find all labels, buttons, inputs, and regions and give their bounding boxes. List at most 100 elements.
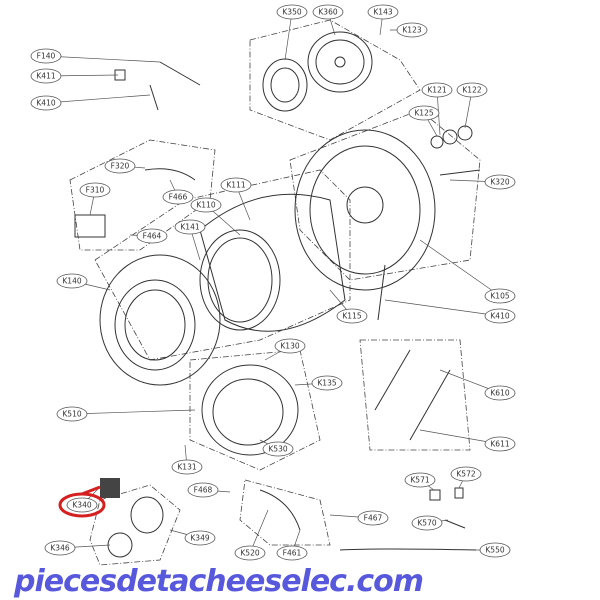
label-oval	[136, 228, 168, 244]
label-oval	[30, 48, 62, 64]
part-label-k349: K349	[169, 529, 216, 546]
label-oval	[396, 22, 428, 38]
leader-line	[284, 11, 293, 61]
label-oval	[484, 436, 516, 452]
label-oval	[30, 68, 62, 84]
label-text: K571	[410, 476, 429, 485]
part-label-k340: K340	[66, 486, 101, 513]
label-text: K143	[373, 8, 392, 17]
label-text: K410	[36, 99, 55, 108]
part-label-f140: F140	[30, 48, 161, 64]
label-oval	[450, 466, 482, 482]
label-oval	[484, 288, 516, 304]
part-label-f464: F464	[129, 228, 168, 244]
part-label-k140: K140	[56, 273, 111, 291]
part-label-k131: K131	[171, 444, 203, 475]
label-oval	[312, 4, 344, 20]
label-oval	[311, 375, 343, 391]
label-text: F310	[86, 186, 105, 195]
label-oval	[484, 174, 516, 190]
part-label-f468: F468	[187, 482, 231, 498]
label-text: K140	[62, 277, 81, 286]
part-label-k115: K115	[329, 289, 368, 324]
label-text: F140	[37, 52, 56, 61]
label-oval	[367, 4, 399, 20]
part-label-k610: K610	[439, 369, 516, 401]
part-label-k141: K141	[174, 219, 206, 261]
label-oval	[408, 105, 440, 121]
label-text: K122	[462, 86, 481, 95]
label-oval	[479, 542, 511, 558]
label-text: K141	[180, 223, 199, 232]
part-label-k572: K572	[450, 466, 482, 489]
label-text: K115	[342, 312, 361, 321]
highlight-leader	[81, 485, 101, 496]
label-text: K611	[490, 440, 509, 449]
part-label-k122: K122	[456, 82, 488, 129]
label-text: K610	[490, 389, 509, 398]
label-oval	[220, 177, 252, 193]
label-text: K411	[36, 72, 55, 81]
part-label-k410: K410	[384, 299, 516, 324]
label-oval	[66, 497, 98, 513]
part-label-k125: K125	[408, 105, 440, 137]
part-label-k530: K530	[259, 439, 294, 457]
part-label-k570: K570	[411, 515, 449, 531]
part-label-k520: K520	[234, 509, 269, 561]
label-oval	[162, 189, 194, 205]
label-text: K131	[177, 463, 196, 472]
part-label-k410: K410	[30, 94, 151, 111]
label-oval	[484, 385, 516, 401]
label-oval	[411, 515, 443, 531]
label-text: K349	[190, 534, 209, 543]
label-text: F468	[194, 486, 213, 495]
part-label-k121: K121	[421, 82, 453, 136]
label-oval	[174, 219, 206, 235]
label-oval	[456, 82, 488, 98]
part-label-k346: K346	[44, 540, 111, 556]
label-oval	[56, 273, 88, 289]
label-text: F464	[143, 232, 162, 241]
part-label-k143: K143	[367, 4, 399, 36]
part-label-k611: K611	[419, 429, 516, 452]
leader-line	[384, 299, 501, 317]
label-oval	[404, 472, 436, 488]
part-label-k135: K135	[294, 375, 343, 391]
leader-line	[45, 55, 161, 63]
part-label-k510: K510	[56, 406, 196, 422]
label-text: K510	[62, 410, 81, 419]
leader-line	[45, 94, 151, 104]
label-oval	[44, 540, 76, 556]
part-label-k105: K105	[419, 239, 516, 304]
label-text: K572	[456, 470, 475, 479]
label-text: K350	[282, 8, 301, 17]
label-text: K123	[402, 26, 421, 35]
label-text: K346	[50, 544, 69, 553]
label-text: F466	[169, 193, 188, 202]
label-text: K320	[490, 178, 509, 187]
label-oval	[171, 459, 203, 475]
watermark: piecesdetacheeselec.com	[14, 564, 424, 599]
part-label-k350: K350	[276, 4, 308, 61]
label-text: K410	[490, 312, 509, 321]
part-label-f466: F466	[162, 179, 194, 205]
part-label-k550: K550	[476, 542, 511, 558]
part-label-k411: K411	[30, 68, 119, 84]
label-text: F467	[364, 514, 383, 523]
part-label-k360: K360	[312, 4, 344, 36]
label-text: K110	[196, 201, 215, 210]
leader-line	[419, 239, 501, 297]
parts-drawing	[69, 19, 481, 566]
label-text: K105	[490, 292, 509, 301]
label-oval	[262, 441, 294, 457]
label-oval	[336, 308, 368, 324]
label-oval	[187, 482, 219, 498]
label-oval	[276, 545, 308, 561]
label-oval	[30, 95, 62, 111]
part-label-k110: K110	[190, 197, 241, 236]
label-text: K360	[318, 8, 337, 17]
label-text: K130	[280, 342, 299, 351]
label-oval	[184, 530, 216, 546]
